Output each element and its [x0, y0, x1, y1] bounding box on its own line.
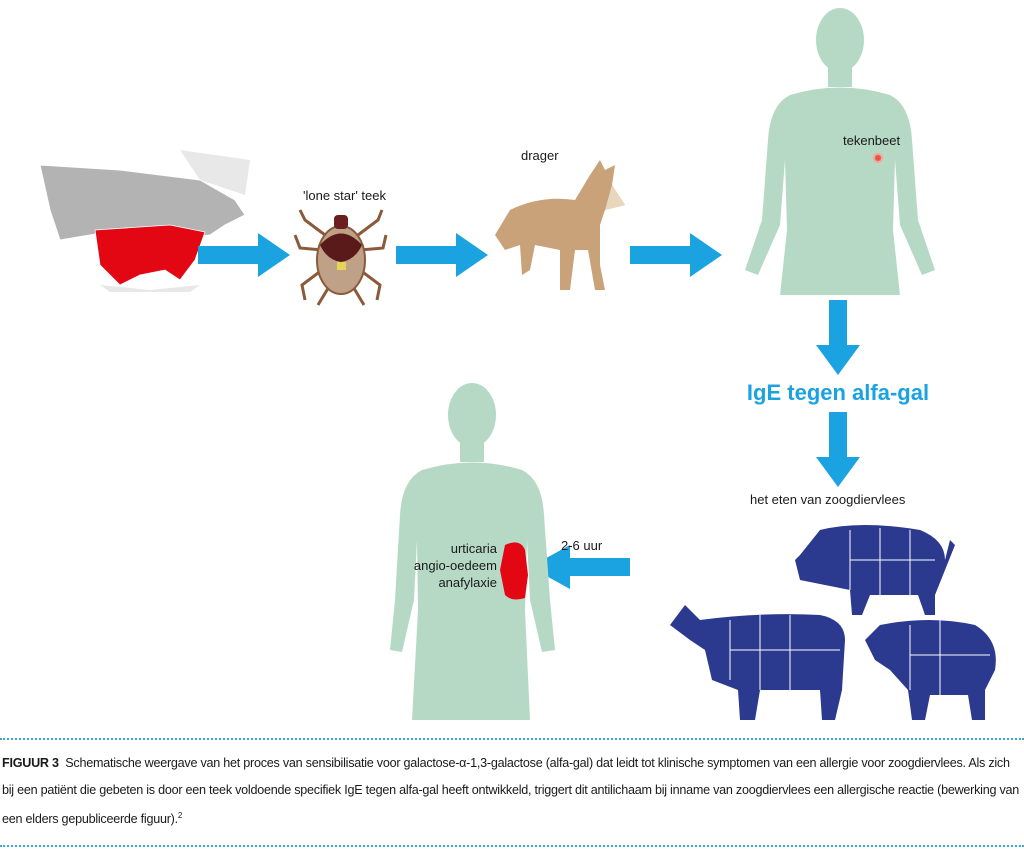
carrier-label: drager	[521, 148, 559, 163]
human-silhouette	[390, 383, 555, 720]
arrow-down-icon	[816, 412, 860, 487]
cow-meat-cuts-illustration	[670, 605, 845, 720]
time-label: 2-6 uur	[561, 538, 603, 553]
tick-label: 'lone star' teek	[303, 188, 387, 203]
eating-meat-label: het eten van zoogdiervlees	[750, 492, 906, 507]
divider-bottom	[0, 845, 1024, 847]
coyote-illustration	[495, 160, 625, 290]
us-map-illustration	[39, 150, 250, 292]
tick-bite-label: tekenbeet	[843, 133, 901, 148]
symptom-item: angio-oedeem	[413, 558, 497, 573]
rash-marker	[500, 542, 528, 600]
arrow-down-icon	[816, 300, 860, 375]
sheep-meat-cuts-illustration	[865, 620, 996, 720]
diagram-graphics	[39, 8, 996, 720]
arrow-right-icon	[630, 233, 722, 277]
symptoms-list: urticaria angio-oedeem anafylaxie	[410, 540, 497, 591]
ige-heading: IgE tegen alfa-gal	[746, 380, 930, 405]
human-silhouette	[745, 8, 935, 295]
arrow-right-icon	[396, 233, 488, 277]
caption-text: Schematische weergave van het proces van…	[2, 756, 1020, 827]
symptom-item: urticaria	[450, 541, 497, 556]
arrow-left-icon	[530, 545, 630, 589]
reference-number: 2	[177, 811, 183, 820]
figure-label: FIGUUR 3	[2, 756, 59, 770]
tick-bite-marker	[873, 153, 883, 163]
figure-caption: FIGUUR 3 Schematische weergave van het p…	[2, 750, 1024, 833]
arrow-right-icon	[198, 233, 290, 277]
divider-top	[0, 738, 1024, 740]
pig-meat-cuts-illustration	[795, 525, 955, 615]
tick-illustration	[293, 209, 388, 306]
symptom-item: anafylaxie	[438, 575, 497, 590]
